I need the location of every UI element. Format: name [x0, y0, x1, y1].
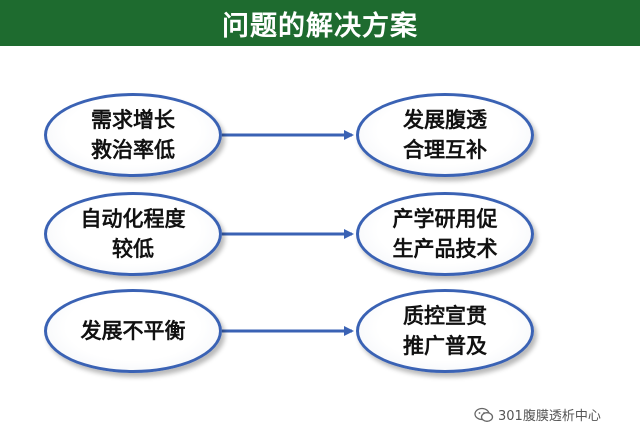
title-bar: 问题的解决方案: [0, 0, 640, 46]
watermark: 301腹膜透析中心: [474, 405, 601, 424]
solution-label-1: 发展腹透 合理互补: [403, 108, 487, 162]
problem-label-3: 发展不平衡: [80, 319, 186, 343]
problem-ellipse-2: 自动化程度 较低: [44, 192, 222, 276]
solution-label-3: 质控宣贯 推广普及: [403, 304, 487, 358]
problem-label-2: 自动化程度 较低: [80, 207, 186, 261]
page-title: 问题的解决方案: [222, 10, 418, 42]
wechat-icon: [474, 407, 494, 422]
problem-ellipse-1: 需求增长 救治率低: [44, 93, 222, 177]
problem-ellipse-3: 发展不平衡: [44, 289, 222, 373]
problem-label-1: 需求增长 救治率低: [91, 108, 175, 162]
solution-ellipse-3: 质控宣贯 推广普及: [356, 289, 534, 373]
solution-ellipse-2: 产学研用促 生产品技术: [356, 192, 534, 276]
watermark-text: 301腹膜透析中心: [498, 409, 601, 424]
solution-ellipse-1: 发展腹透 合理互补: [356, 93, 534, 177]
solution-label-2: 产学研用促 生产品技术: [392, 207, 498, 261]
